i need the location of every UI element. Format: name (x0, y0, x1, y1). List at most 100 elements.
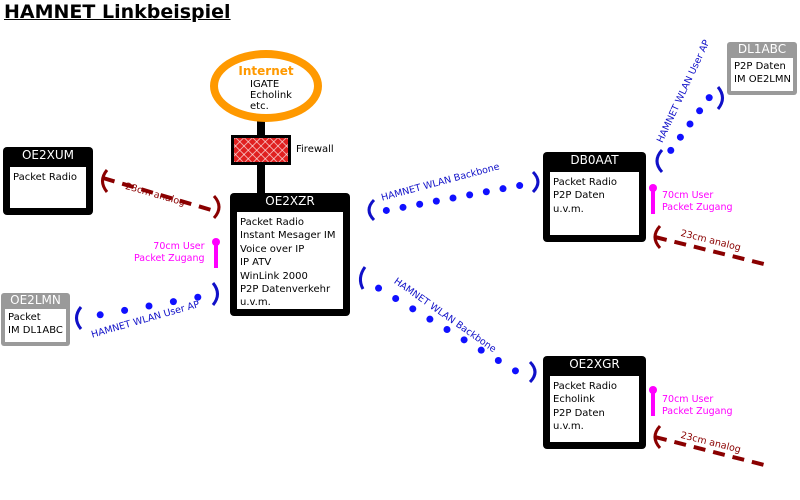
wlan-dot (477, 346, 485, 354)
wlan-dot (494, 357, 502, 364)
wlan-dot (375, 284, 383, 292)
node-dl1abc: DL1ABC P2P Daten IM OE2LMN (727, 42, 797, 95)
node-services: Packet Radio Echolink P2P Daten u.v.m. (550, 376, 639, 442)
service-line: Packet (8, 312, 41, 323)
wlan-dot (443, 326, 451, 333)
user-access-label-oe2xzr: 70cm User Packet Zugang (134, 241, 205, 265)
wlan-link-user-ap-oe2xzr-oe2lmn (96, 293, 202, 319)
service-line: P2P Daten (553, 407, 605, 419)
wlan-antenna-oe2xzr-user-ap (211, 282, 219, 306)
node-oe2xgr: OE2XGR Packet Radio Echolink P2P Daten u… (543, 356, 646, 449)
service-line: Echolink (553, 394, 595, 406)
node-name: OE2XGR (569, 357, 620, 371)
node-oe2xum: OE2XUM Packet Radio (3, 147, 93, 215)
user-access-line: 70cm User (662, 394, 714, 405)
wlan-dot (399, 203, 407, 211)
wlan-dot (96, 311, 104, 319)
wlan-antenna-db0aat-backbone (531, 170, 540, 194)
wlan-antenna-oe2xgr-backbone (528, 360, 537, 384)
service-line: WinLink 2000 (240, 270, 308, 282)
internet-service: etc. (250, 101, 269, 112)
wlan-dot (705, 94, 713, 102)
node-name: DB0AAT (570, 153, 619, 167)
wlan-dot (676, 133, 684, 141)
service-line: u.v.m. (240, 297, 271, 309)
wlan-dot (516, 182, 524, 190)
node-services: P2P Daten IM OE2LMN (731, 58, 793, 91)
service-line: IM DL1ABC (8, 325, 63, 336)
analog-antenna-db0aat (653, 224, 662, 250)
internet-service: IGATE (250, 79, 280, 90)
wlan-dot (667, 146, 675, 154)
wlan-dot (466, 191, 474, 199)
service-line: Packet Radio (13, 172, 77, 183)
wlan-antenna-db0aat-user-ap (655, 148, 664, 174)
user-antenna-oe2xgr (649, 386, 657, 416)
user-access-line: 70cm User (662, 190, 714, 201)
wlan-dot (482, 188, 490, 196)
wlan-dot (382, 206, 390, 214)
page-title: HAMNET Linkbeispiel (4, 1, 231, 23)
node-services: Packet Radio Instant Mesager IM Voice ov… (237, 212, 343, 309)
wlan-dot (449, 194, 457, 202)
wlan-dot (409, 305, 417, 313)
wlan-dot (686, 120, 694, 128)
wlan-antenna-oe2xzr-backbone-ne (367, 198, 376, 222)
service-line: P2P Datenverkehr (240, 284, 331, 296)
node-oe2xzr: OE2XZR Packet Radio Instant Mesager IM V… (230, 193, 350, 316)
node-name: OE2LMN (10, 293, 61, 307)
node-services: Packet IM DL1ABC (5, 309, 66, 342)
analog-antenna-oe2xgr (653, 424, 662, 450)
service-line: u.v.m. (553, 421, 584, 433)
user-access-line: Packet Zugang (662, 406, 733, 417)
user-antenna-oe2xzr (212, 238, 220, 268)
wlan-antenna-oe2lmn (75, 306, 83, 330)
analog-antenna-oe2xum (101, 169, 109, 193)
wlan-dot (432, 197, 440, 205)
wlan-dotted-links (96, 94, 713, 375)
service-line: Packet Radio (553, 177, 617, 188)
firewall-icon (231, 135, 291, 165)
user-access-line: Packet Zugang (662, 202, 733, 213)
wlan-antenna-oe2xzr-backbone-se (358, 266, 367, 290)
service-line: IM OE2LMN (734, 74, 791, 85)
wlan-dot (460, 336, 468, 344)
internet-service: Echolink (250, 90, 292, 101)
wlan-dot (392, 295, 400, 302)
node-name: OE2XZR (265, 194, 315, 208)
wlan-dot (121, 306, 129, 314)
wlan-dot (416, 200, 424, 208)
node-oe2lmn: OE2LMN Packet IM DL1ABC (1, 293, 70, 346)
analog-antenna-oe2xzr (212, 194, 221, 220)
node-services: Packet Radio (10, 167, 86, 208)
service-line: Packet Radio (553, 381, 617, 392)
firewall-label: Firewall (296, 144, 334, 155)
user-antenna-db0aat (649, 184, 657, 214)
wlan-link-backbone-oe2xzr-db0aat (382, 182, 524, 214)
internet-ellipse: Internet IGATE Echolink etc. (210, 50, 322, 122)
wlan-dot (511, 367, 519, 375)
service-line: Packet Radio (240, 217, 304, 228)
internet-services: IGATE Echolink etc. (250, 79, 292, 112)
wlan-dot (194, 293, 202, 301)
user-access-line: Packet Zugang (134, 253, 205, 264)
service-line: P2P Daten (553, 190, 605, 202)
wlan-link-user-ap-db0aat-dl1abc (667, 94, 713, 154)
wlan-antenna-dl1abc (716, 86, 724, 110)
user-access-label-db0aat: 70cm User Packet Zugang (662, 190, 733, 214)
internet-title: Internet (238, 64, 294, 78)
service-line: Instant Mesager IM (240, 230, 336, 242)
wlan-dot (499, 185, 507, 193)
wlan-link-backbone-oe2xzr-oe2xgr (375, 284, 519, 375)
wlan-dot (169, 298, 177, 306)
node-db0aat: DB0AAT Packet Radio P2P Daten u.v.m. (543, 152, 646, 242)
node-name: OE2XUM (21, 148, 75, 162)
service-line: P2P Daten (734, 61, 786, 72)
node-services: Packet Radio P2P Daten u.v.m. (550, 172, 639, 235)
service-line: u.v.m. (553, 203, 584, 215)
wlan-dot (145, 302, 153, 310)
service-line: IP ATV (240, 257, 272, 269)
wlan-dot (696, 107, 704, 115)
service-line: Voice over IP (240, 243, 305, 255)
